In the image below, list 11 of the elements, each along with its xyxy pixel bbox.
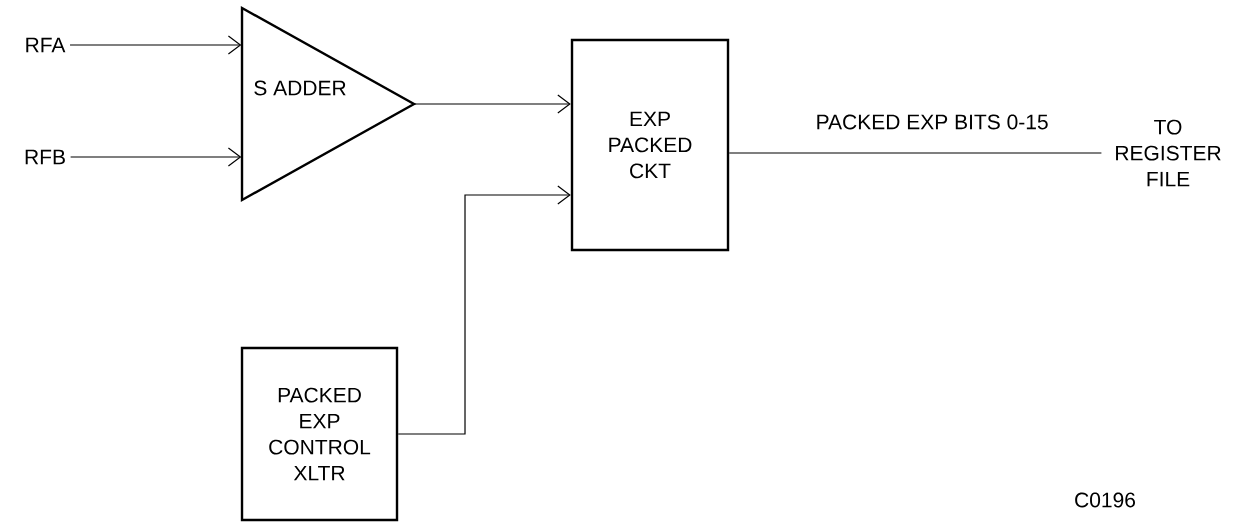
signal-label: RFB [25, 149, 65, 165]
connector-arrow [397, 185, 571, 435]
circuit-box: EXP PACKED CKT [570, 38, 730, 252]
edge-label: PACKED EXP BITS 0-15 [813, 112, 1051, 132]
connector-arrow [69, 35, 242, 55]
translator-box: PACKED EXP CONTROL XLTR [240, 346, 399, 522]
figure-code: C0196 [1075, 492, 1135, 508]
connector-arrow [414, 94, 571, 114]
signal-label: RFA [26, 37, 66, 53]
connector-arrow [70, 147, 242, 167]
destination-label: TO REGISTER FILE [1116, 119, 1221, 187]
